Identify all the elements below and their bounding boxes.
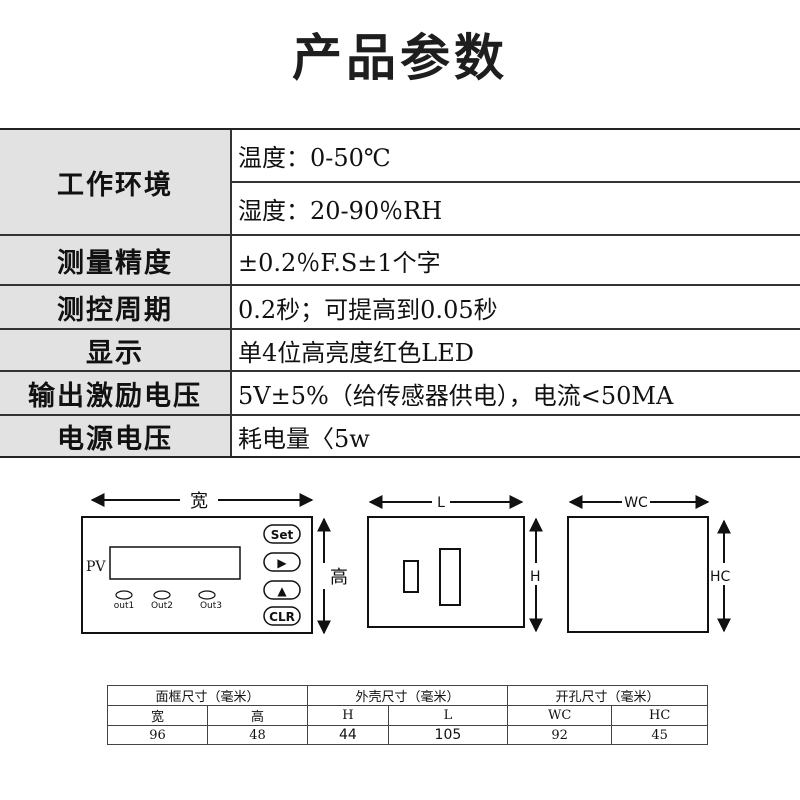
value-cell: 92 [506, 725, 613, 745]
front-width-label: 宽 [190, 491, 208, 512]
spec-value: 单4位高亮度红色LED [232, 330, 800, 370]
value-cell: 105 [387, 725, 508, 745]
case-diagram: L H [367, 495, 543, 633]
front-height-label: 高 [330, 567, 348, 588]
led-label-out3: Out3 [200, 601, 222, 611]
value-cell: 48 [206, 725, 308, 745]
spec-table: 工作环境 温度：0-50℃ 湿度：20-90％RH 测量精度 ±0.2％F.S±… [0, 128, 800, 458]
spec-label: 工作环境 [0, 130, 232, 234]
dimensions-header-row: 宽 高 H L WC HC [107, 705, 708, 726]
spec-row-cycle: 测控周期 0.2秒；可提高到0.05秒 [0, 286, 800, 330]
case-width-label: L [437, 495, 445, 511]
header-cell: 高 [206, 705, 308, 726]
case-slot-small [403, 560, 419, 593]
spec-value-temperature: 温度：0-50℃ [232, 130, 800, 181]
cutout-height-label: HC [710, 569, 731, 585]
set-button-label: Set [271, 528, 294, 542]
spec-value-humidity: 湿度：20-90％RH [232, 181, 800, 234]
spec-value: ±0.2％F.S±1个字 [232, 236, 800, 284]
cutout-outline [567, 516, 709, 633]
spec-label: 电源电压 [0, 416, 232, 456]
spec-row-accuracy: 测量精度 ±0.2％F.S±1个字 [0, 236, 800, 286]
triangle-up-icon: ▲ [277, 584, 287, 598]
pv-label: PV [86, 559, 106, 575]
case-outline [367, 516, 525, 628]
led-label-out2: Out2 [151, 601, 173, 611]
case-height-label: H [530, 569, 541, 585]
header-cell: 宽 [107, 705, 208, 726]
value-cell: 44 [306, 725, 389, 745]
front-panel-diagram: 宽 PV out1 Out2 Out3 Set ▶ ▲ CLR 高 [81, 491, 348, 635]
right-button[interactable] [263, 552, 301, 572]
value-cell: 45 [611, 725, 708, 745]
pv-display [109, 546, 241, 580]
group-frame-size: 面框尺寸（毫米） [107, 685, 308, 706]
clr-button-label: CLR [269, 610, 295, 624]
header-cell: WC [506, 705, 613, 726]
led-label-out1: out1 [114, 601, 134, 611]
dimension-diagrams: 宽 PV out1 Out2 Out3 Set ▶ ▲ CLR 高 [0, 485, 800, 655]
spec-label: 测控周期 [0, 286, 232, 328]
play-icon: ▶ [277, 556, 287, 570]
page-title: 产品参数 [292, 29, 508, 87]
header-cell: L [387, 705, 508, 726]
spec-row-output-voltage: 输出激励电压 5V±5%（给传感器供电），电流<50MA [0, 372, 800, 416]
group-case-size: 外壳尺寸（毫米） [306, 685, 508, 706]
dimensions-group-row: 面框尺寸（毫米） 外壳尺寸（毫米） 开孔尺寸（毫米） [107, 685, 709, 706]
led-out1-icon [115, 590, 133, 600]
spec-label: 显示 [0, 330, 232, 370]
dimensions-value-row: 96 48 44 105 92 45 [107, 725, 708, 745]
set-button[interactable] [263, 524, 301, 544]
spec-row-display: 显示 单4位高亮度红色LED [0, 330, 800, 372]
led-out3-icon [198, 590, 216, 600]
header-cell: H [306, 705, 389, 726]
spec-row-environment: 工作环境 温度：0-50℃ 湿度：20-90％RH [0, 130, 800, 236]
cutout-width-label: WC [624, 495, 648, 511]
cutout-diagram: WC HC [567, 495, 731, 633]
clr-button[interactable] [263, 606, 301, 626]
spec-label: 测量精度 [0, 236, 232, 284]
up-button[interactable] [263, 580, 301, 600]
spec-value: 耗电量〈5w [232, 416, 800, 456]
spec-row-power: 电源电压 耗电量〈5w [0, 416, 800, 456]
led-out2-icon [153, 590, 171, 600]
spec-value: 0.2秒；可提高到0.05秒 [232, 286, 800, 328]
dimensions-table: 面框尺寸（毫米） 外壳尺寸（毫米） 开孔尺寸（毫米） 宽 高 H L WC HC… [107, 685, 709, 745]
case-slot-large [439, 548, 461, 606]
spec-label: 输出激励电压 [0, 372, 232, 414]
value-cell: 96 [107, 725, 208, 745]
header-cell: HC [611, 705, 708, 726]
group-cutout-size: 开孔尺寸（毫米） [506, 685, 709, 706]
diagram-svg: 宽 PV out1 Out2 Out3 Set ▶ ▲ CLR 高 [81, 491, 731, 635]
spec-value: 5V±5%（给传感器供电），电流<50MA [232, 372, 800, 414]
